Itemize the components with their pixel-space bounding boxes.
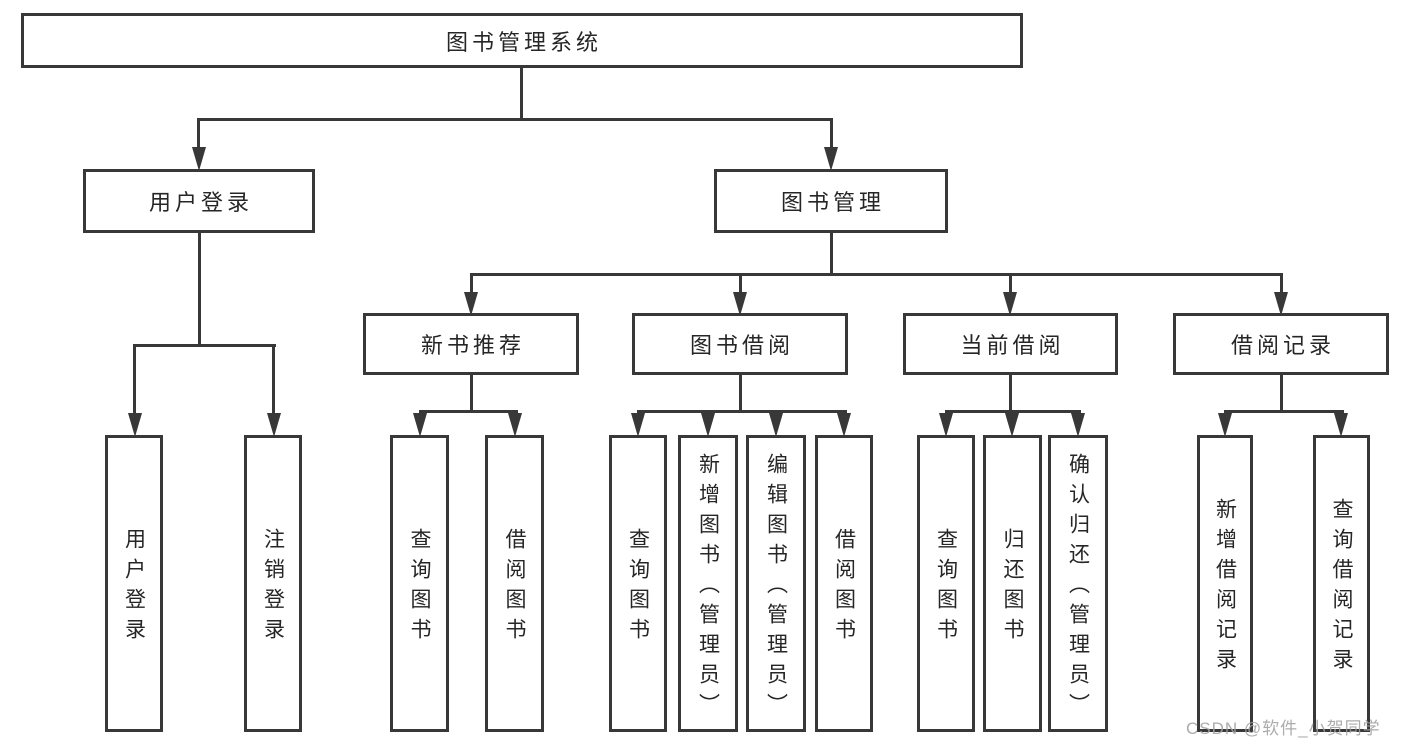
arrow-down-icon [824,147,838,171]
leaf-bb-query-books: 查询图书 [609,435,667,732]
leaf-bb-borrow-books: 借阅图书 [815,435,873,732]
connector-arrow-line [945,410,948,415]
connector-arrow-line [739,273,742,292]
connector-arrow-line [133,344,136,413]
connector-arrow-line [197,118,200,147]
node-label: 确认归还（管理员） [1066,453,1090,723]
connector-leaf-branch [419,410,518,413]
node-label: 归还图书 [1001,528,1024,648]
connector-arrow-line [637,410,640,415]
node-label: 借阅记录 [1230,333,1335,358]
leaf-cb-return-books: 归还图书 [983,435,1042,732]
leaf-br-add-record: 新增借阅记录 [1197,435,1253,732]
connector-arrow-line [1011,410,1014,415]
connector-leaf-branch [1224,410,1344,413]
arrow-down-icon [837,413,851,437]
arrow-down-icon [508,413,522,437]
connector-level3-branch [470,273,1282,276]
connector-stem [739,375,742,410]
node-label: 查询借阅记录 [1330,498,1353,678]
node-label: 图书管理 [780,190,885,215]
arrow-down-icon [939,413,953,437]
leaf-user-login: 用户登录 [105,435,163,732]
connector-stem [1280,375,1283,410]
leaf-cb-query-books: 查询图书 [917,435,975,732]
node-label: 用户登录 [122,528,146,648]
arrow-down-icon [733,292,747,316]
leaf-nbr-borrow-books: 借阅图书 [485,435,544,732]
arrow-down-icon [1071,413,1085,437]
connector-arrow-line [830,118,833,147]
arrow-down-icon [769,413,783,437]
node-borrow-record: 借阅记录 [1173,313,1389,375]
arrow-down-icon [464,292,478,316]
connector-arrow-line [775,410,778,415]
connector-arrow-line [1077,410,1080,415]
connector-arrow-line [514,410,517,415]
leaf-cb-confirm-return-admin: 确认归还（管理员） [1048,435,1108,732]
leaf-nbr-query-books: 查询图书 [390,435,449,732]
node-label: 注销登录 [261,528,285,648]
arrow-down-icon [192,147,206,171]
node-book-management: 图书管理 [714,169,948,233]
connector-arrow-line [1009,273,1012,292]
node-label: 当前借阅 [960,333,1065,358]
arrow-down-icon [413,413,427,437]
leaf-bb-edit-books-admin: 编辑图书（管理员） [746,435,806,732]
arrow-down-icon [1003,292,1017,316]
node-system-root: 图书管理系统 [21,13,1023,68]
watermark-text: CSDN @软件_小贺同学 [1186,719,1381,738]
connector-root-stem [520,68,523,118]
leaf-logout: 注销登录 [244,435,302,732]
connector-user-login-branch [133,344,276,347]
connector-arrow-line [843,410,846,415]
connector-arrow-line [707,410,710,415]
arrow-down-icon [701,413,715,437]
node-label: 新书推荐 [420,333,525,358]
connector-arrow-line [419,410,422,415]
connector-stem [470,375,473,410]
node-current-borrow: 当前借阅 [903,313,1118,375]
arrow-down-icon [631,413,645,437]
arrow-down-icon [1334,413,1348,437]
leaf-br-query-record: 查询借阅记录 [1313,435,1370,732]
node-user-login: 用户登录 [83,169,315,233]
connector-user-login-stem [198,233,201,344]
node-label: 图书借阅 [689,333,794,358]
node-label: 查询图书 [626,528,650,648]
connector-arrow-line [470,273,473,292]
node-label: 查询图书 [934,528,958,648]
connector-leaf-branch [637,410,847,413]
node-label: 编辑图书（管理员） [764,453,788,723]
arrow-down-icon [1005,413,1019,437]
arrow-down-icon [128,413,142,437]
node-label: 新增借阅记录 [1213,498,1237,678]
node-label: 用户登录 [148,190,253,215]
arrow-down-icon [267,413,281,437]
node-book-borrow: 图书借阅 [632,313,848,375]
arrow-down-icon [1218,413,1232,437]
node-label: 借阅图书 [503,528,526,648]
node-label: 查询图书 [408,528,431,648]
connector-level2-branch [197,118,832,121]
connector-arrow-line [1280,273,1283,292]
connector-arrow-line [272,344,275,413]
node-label: 图书管理系统 [445,29,602,55]
connector-book-management-stem [830,233,833,273]
connector-arrow-line [1340,410,1343,415]
node-label: 新增图书（管理员） [696,453,720,723]
arrow-down-icon [1274,292,1288,316]
node-new-book-recommend: 新书推荐 [363,313,579,375]
leaf-bb-add-books-admin: 新增图书（管理员） [678,435,738,732]
connector-arrow-line [1224,410,1227,415]
node-label: 借阅图书 [832,528,856,648]
connector-stem [1009,375,1012,410]
